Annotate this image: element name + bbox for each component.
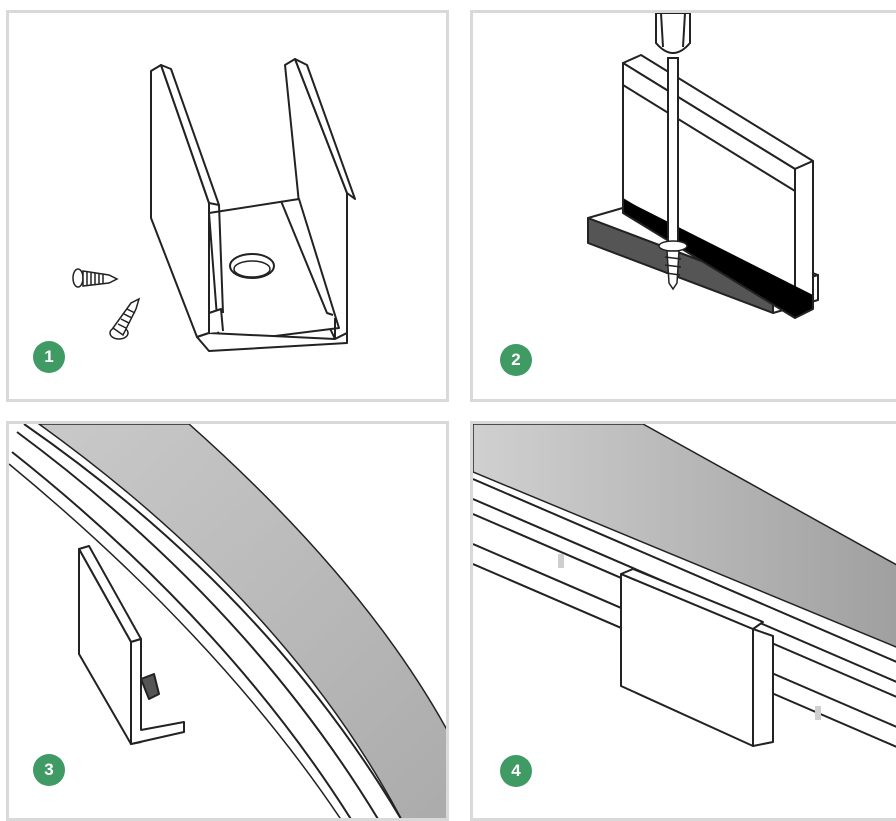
screw-icon xyxy=(658,240,688,291)
step-4-panel: 4 xyxy=(470,421,896,821)
step-number-badge: 3 xyxy=(33,754,65,786)
screwdriver-icon xyxy=(655,13,691,244)
step-1-panel: 1 xyxy=(6,10,449,402)
clip-holds-strip-illustration xyxy=(473,424,896,748)
screw-icon xyxy=(109,297,141,340)
screw-icon xyxy=(72,268,119,288)
step-number-badge: 4 xyxy=(500,755,532,787)
step-3-panel: 3 xyxy=(6,421,449,821)
step-2-panel: 2 xyxy=(470,10,896,402)
mounting-clip-illustration xyxy=(72,58,356,352)
step-number-badge: 2 xyxy=(500,344,532,376)
strip-into-clip-side-illustration xyxy=(9,424,446,818)
screw-clip-illustration xyxy=(587,13,819,319)
step-number-badge: 1 xyxy=(33,341,65,373)
